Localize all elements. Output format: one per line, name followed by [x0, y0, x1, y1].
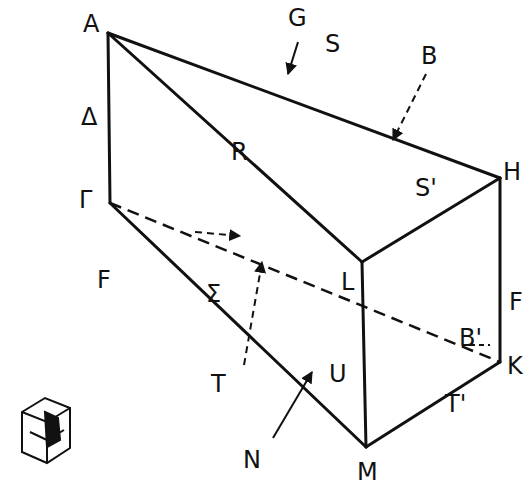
- point-label: F: [508, 290, 524, 314]
- point-label: B': [458, 326, 483, 350]
- point-label: S': [414, 176, 438, 200]
- point-label: U: [328, 362, 348, 386]
- point-label: T': [444, 392, 467, 416]
- point-label: K: [506, 354, 524, 378]
- point-label: F: [96, 268, 112, 292]
- point-label: Γ: [78, 188, 93, 212]
- point-label: N: [242, 448, 262, 472]
- point-label: M: [356, 460, 379, 484]
- point-label: H: [502, 160, 522, 184]
- point-label: S: [324, 32, 341, 56]
- point-label: L: [340, 270, 355, 294]
- point-label: Σ: [205, 282, 222, 306]
- point-label: A: [82, 12, 100, 36]
- point-label: T: [210, 372, 227, 396]
- point-label: R: [230, 140, 249, 164]
- cube-icon: [22, 398, 70, 463]
- point-label: B: [420, 44, 438, 68]
- point-label: Δ: [80, 105, 98, 129]
- point-label: G: [287, 6, 308, 30]
